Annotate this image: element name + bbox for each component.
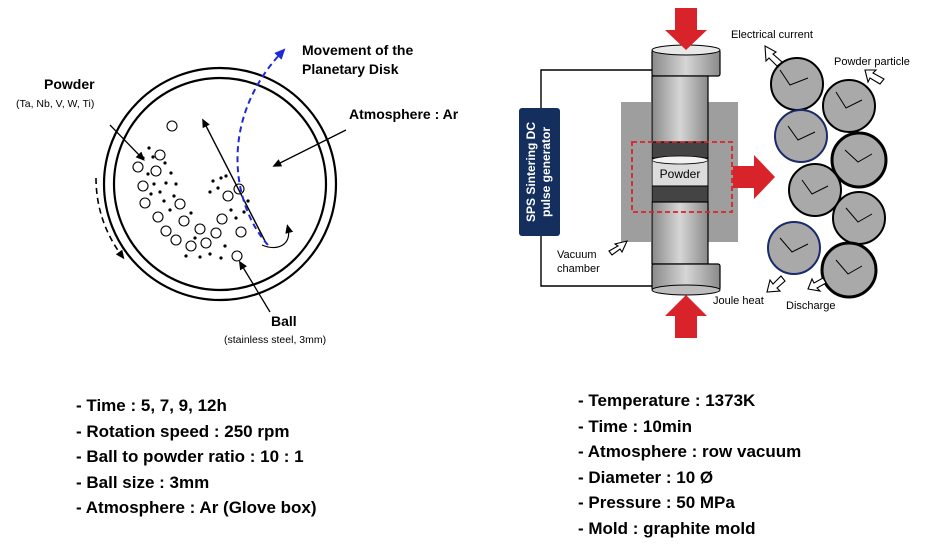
ball	[166, 120, 178, 132]
milling-jar	[102, 66, 338, 302]
jar-inner-wall	[112, 76, 328, 292]
particle-contact-lines	[779, 69, 873, 275]
ball	[216, 213, 228, 225]
ball	[222, 190, 234, 202]
bottom-pressure-arrow	[665, 295, 707, 338]
vacuum-pointer-icon	[608, 240, 628, 256]
dc-pulse-generator-box	[519, 108, 560, 236]
milling-parameters-list: - Time : 5, 7, 9, 12h - Rotation speed :…	[76, 393, 317, 521]
param-ball-powder-ratio: - Ball to powder ratio : 10 : 1	[76, 447, 304, 466]
joule-heat-label: Joule heat	[713, 295, 764, 307]
ball-pointer-arrow	[238, 260, 271, 313]
jar-outer-wall	[102, 66, 338, 302]
powder-particles	[767, 57, 888, 299]
ball	[178, 215, 190, 227]
powder-particle-label: Powder particle	[834, 56, 910, 68]
ball	[194, 223, 206, 235]
particle	[774, 109, 828, 163]
graphite-mold-left	[621, 102, 651, 242]
ball	[170, 234, 182, 246]
rebound-curve-arrow	[261, 224, 294, 249]
atmosphere-label: Atmosphere : Ar	[349, 106, 459, 122]
punch-column	[651, 44, 721, 296]
generator-label-line2: pulse generator	[539, 127, 553, 217]
powder-particle-pointer-icon	[864, 69, 885, 85]
param-atmosphere: - Atmosphere : Ar (Glove box)	[76, 498, 317, 517]
focus-dashed-box	[631, 141, 733, 213]
joule-heat-pointer-icon	[766, 275, 786, 293]
sps-powder-label: Powder	[660, 167, 701, 181]
param-time: - Time : 5, 7, 9, 12h	[76, 396, 227, 415]
vacuum-label-line2: chamber	[557, 263, 600, 275]
ball	[231, 250, 243, 262]
param-diameter: - Diameter : 10 Ø	[578, 467, 714, 487]
discharge-pointer-icon	[807, 277, 827, 292]
powder-label: Powder	[44, 76, 95, 92]
powder-elements-label: (Ta, Nb, V, W, Ti)	[16, 98, 94, 110]
zoom-arrow	[733, 155, 775, 199]
param-mold: - Mold : graphite mold	[578, 518, 756, 538]
param-sps-time: - Time : 10min	[578, 416, 692, 436]
particle	[770, 57, 824, 111]
param-sps-atmosphere: - Atmosphere : row vacuum	[578, 442, 802, 461]
ball	[185, 240, 197, 252]
ball	[235, 226, 247, 238]
rotation-dashed-arrow	[95, 177, 125, 260]
particle	[830, 131, 888, 189]
powder-pointer-arrow	[109, 124, 145, 161]
milling-powder-dots	[141, 146, 250, 260]
param-rotation-speed: - Rotation speed : 250 rpm	[76, 421, 290, 441]
ball	[152, 211, 164, 223]
ball	[210, 227, 222, 239]
particle	[820, 241, 878, 299]
particle	[767, 221, 821, 275]
movement-dashed-arrow	[236, 48, 286, 246]
ball	[174, 198, 186, 210]
ball	[132, 161, 144, 173]
ball	[200, 237, 212, 249]
discharge-label: Discharge	[786, 300, 836, 312]
milling-balls	[132, 120, 247, 262]
bottom-spacer	[651, 185, 709, 203]
particle	[832, 191, 886, 245]
electrical-current-pointer-icon	[764, 45, 783, 67]
ball	[150, 165, 162, 177]
ball-detail-label: (stainless steel, 3mm)	[224, 334, 326, 346]
ball	[160, 225, 172, 237]
ball	[154, 149, 166, 161]
top-punch-rod	[651, 75, 709, 143]
vacuum-label-line1: Vacuum	[557, 249, 597, 261]
sintering-parameters-list: - Temperature : 1373K - Time : 10min - A…	[578, 388, 801, 541]
particle	[788, 163, 842, 217]
generator-label-line1: SPS Sintering DC	[524, 122, 538, 222]
param-temperature: - Temperature : 1373K	[578, 391, 756, 410]
ball	[139, 197, 151, 209]
ball	[137, 180, 149, 192]
param-pressure: - Pressure : 50 MPa	[578, 493, 735, 512]
top-pressure-arrow	[665, 8, 707, 50]
atmosphere-pointer-arrow	[272, 129, 347, 167]
electrical-current-label: Electrical current	[731, 29, 813, 41]
param-ball-size: - Ball size : 3mm	[76, 472, 210, 492]
movement-label-line2: Planetary Disk	[302, 61, 399, 77]
movement-label-line1: Movement of the	[302, 42, 413, 58]
ball-label: Ball	[271, 313, 297, 329]
ball-motion-arrow	[202, 118, 267, 244]
circuit-wires	[540, 69, 652, 287]
